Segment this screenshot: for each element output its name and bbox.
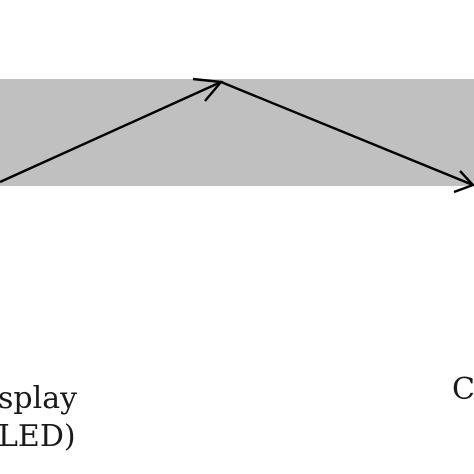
display-label-line-2: LED) (0, 419, 76, 454)
exit-arrowhead (453, 170, 474, 194)
incident-ray (0, 80, 222, 184)
right-label-line-1: C (452, 372, 474, 407)
reflected-ray (220, 80, 474, 187)
display-label-line-1: splay (0, 381, 78, 416)
waveguide-band (0, 79, 474, 186)
